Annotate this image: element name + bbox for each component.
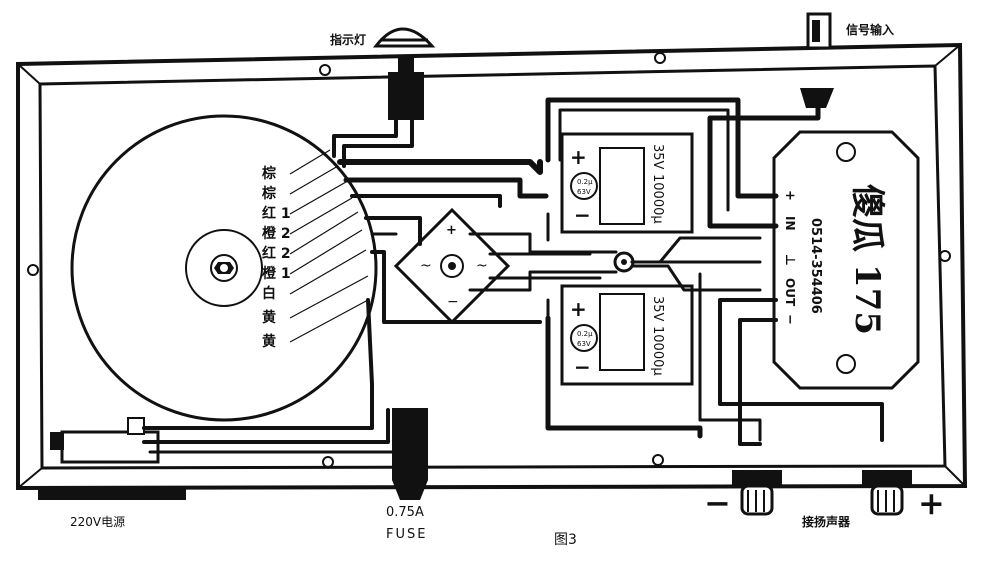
cap-lower-capacity: 10000μ <box>650 326 665 376</box>
wire-label: 红 2 <box>262 245 291 262</box>
chassis <box>16 42 968 491</box>
module-brand: 傻瓜 <box>847 184 887 252</box>
bridge-plus-label: + <box>446 223 457 238</box>
module-code: 0514-354406 <box>808 218 823 314</box>
cap-upper-small-value: 0.2μ <box>577 178 593 186</box>
power-label: 220V电源 <box>70 515 125 529</box>
wire-label: 橙 1 <box>262 265 291 282</box>
capacitor-upper <box>560 132 694 234</box>
indicator-lamp-label: 指示灯 <box>330 32 366 47</box>
bridge-minus-label: − <box>447 294 459 310</box>
module-model: 175 <box>847 264 887 335</box>
cap-upper-minus: − <box>574 203 591 227</box>
transformer-wire-labels: 棕 棕 红 1 橙 2 红 2 橙 1 白 黄 黄 <box>261 165 291 350</box>
capacitor-lower <box>560 284 694 386</box>
module-pin-in: IN <box>783 216 797 231</box>
wire-label: 白 <box>262 285 276 302</box>
speaker-terminals <box>732 470 912 516</box>
speaker-label: 接扬声器 <box>802 514 851 529</box>
power-switch <box>38 417 186 500</box>
wire-label: 棕 <box>261 165 276 182</box>
toroidal-transformer <box>70 114 378 422</box>
wiring <box>142 97 884 454</box>
module-pin-minus: − <box>782 314 797 325</box>
cap-upper-voltage: 35V <box>650 144 665 170</box>
cap-upper-small-voltage: 63V <box>577 188 591 196</box>
fuse-rating-label: 0.75A <box>386 505 424 520</box>
wire-label: 棕 <box>261 185 276 202</box>
wire-label: 黄 <box>262 309 276 326</box>
cap-lower-small-voltage: 63V <box>577 340 591 348</box>
cap-lower-minus: − <box>574 355 591 379</box>
wire-label: 橙 2 <box>262 225 291 242</box>
speaker-minus-sign: − <box>704 484 731 522</box>
signal-input-label: 信号输入 <box>846 22 894 37</box>
bridge-ac1-label: ~ <box>420 258 432 274</box>
cap-lower-voltage: 35V <box>650 296 665 322</box>
module-pin-out: OUT <box>783 278 797 307</box>
cap-lower-small-value: 0.2μ <box>577 330 593 338</box>
module-pin-plus: + <box>782 190 797 201</box>
wire-label: 黄 <box>262 333 276 350</box>
fuse-holder <box>392 408 428 500</box>
cap-upper-plus: + <box>570 145 587 169</box>
signal-input-jack <box>800 12 834 108</box>
transformer-leader-lines <box>289 149 369 343</box>
bridge-ac2-label: ~ <box>476 258 488 274</box>
cap-lower-plus: + <box>570 297 587 321</box>
fuse-label: FUSE <box>386 527 427 542</box>
indicator-lamp <box>372 27 436 120</box>
figure-label: 图3 <box>554 532 577 548</box>
speaker-plus-sign: + <box>918 484 945 522</box>
ground-post <box>613 251 635 273</box>
mounting-holes <box>27 52 951 468</box>
cap-upper-capacity: 10000μ <box>650 174 665 224</box>
wire-label: 红 1 <box>262 205 291 222</box>
module-pin-ground: ⊥ <box>782 254 797 266</box>
